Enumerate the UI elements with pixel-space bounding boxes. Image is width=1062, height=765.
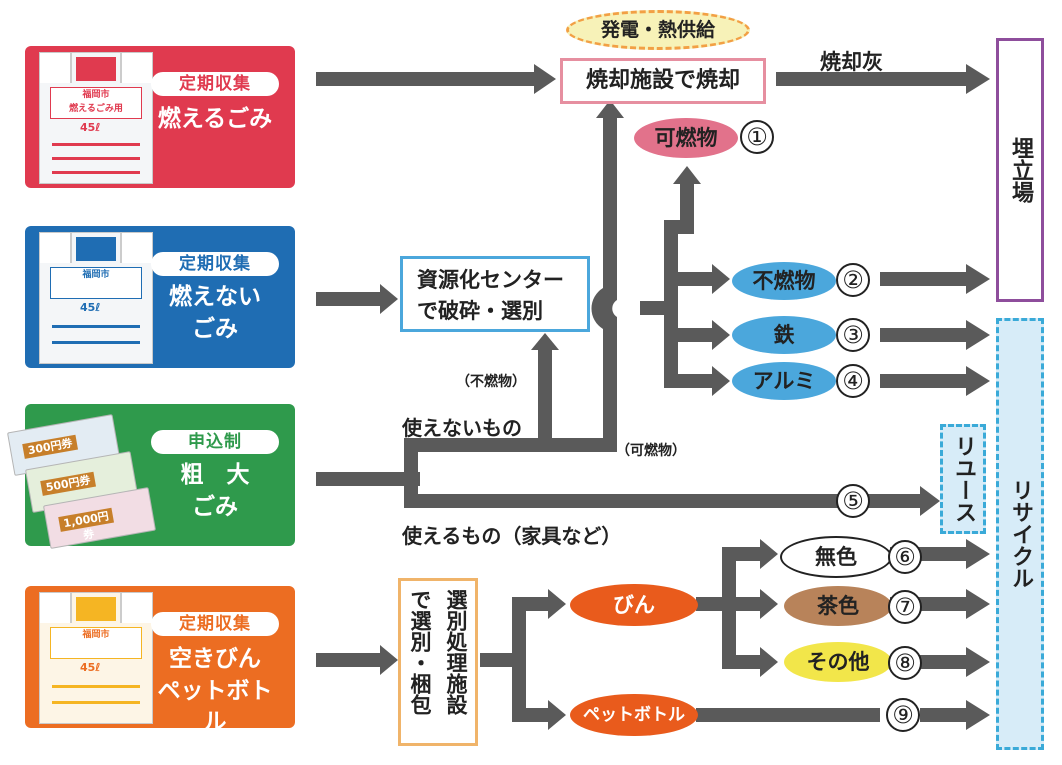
collection-badge: 定期収集: [151, 612, 279, 636]
combustible-note: （可燃物）: [616, 443, 686, 459]
step-number-2: ②: [836, 263, 870, 297]
collection-badge: 定期収集: [151, 72, 279, 96]
category-title-line2: ごみ: [192, 494, 238, 520]
noncombustible-note: （不燃物）: [456, 374, 526, 390]
bottles-bag-image: 福岡市 45ℓ: [39, 592, 153, 724]
category-bottles: 福岡市 45ℓ 定期収集 空きびん ペットボトル: [25, 586, 295, 735]
power-heat-supply-label: 発電・熱供給: [566, 10, 750, 50]
combustible-output: 可燃物: [634, 118, 738, 158]
aluminum-output: アルミ: [732, 362, 836, 400]
step-number-5: ⑤: [836, 484, 870, 518]
step-number-7: ⑦: [888, 590, 922, 624]
sorting-facility: 選別処理施設 で選別・梱包: [398, 578, 478, 746]
clear-glass-output: 無色: [780, 536, 892, 578]
unusable-items-label: 使えないもの: [402, 416, 522, 440]
landfill: 埋立場: [996, 38, 1044, 302]
ash-label: 焼却灰: [820, 50, 883, 74]
category-burnable: 福岡市燃えるごみ用 45ℓ 定期収集 燃えるごみ: [25, 46, 295, 188]
category-title: 燃えるごみ: [157, 106, 273, 132]
other-glass-output: その他: [784, 642, 892, 682]
usable-items-label: 使えるもの（家具など）: [402, 524, 622, 548]
step-number-9: ⑨: [886, 698, 920, 732]
collection-badge: 定期収集: [151, 252, 279, 276]
category-title-line1: 燃えない: [169, 284, 261, 310]
burnable-bag-image: 福岡市燃えるごみ用 45ℓ: [39, 52, 153, 184]
step-number-6: ⑥: [888, 540, 922, 574]
incineration-facility: 焼却施設で焼却: [560, 58, 766, 104]
iron-output: 鉄: [732, 316, 836, 354]
application-badge: 申込制: [151, 430, 279, 454]
recycle-box: リサイクル: [996, 318, 1044, 750]
noncombustible-output: 不燃物: [732, 262, 836, 300]
step-number-3: ③: [836, 318, 870, 352]
brown-glass-output: 茶色: [784, 586, 892, 626]
category-nonburnable: 福岡市 45ℓ 定期収集 燃えない ごみ: [25, 226, 295, 368]
category-title-line2: ペットボトル: [157, 678, 273, 735]
reuse-box: リユース: [940, 424, 986, 534]
step-number-4: ④: [836, 364, 870, 398]
resource-center: 資源化センター で破砕・選別: [400, 256, 590, 332]
category-title-line2: ごみ: [192, 316, 238, 342]
pet-bottle-output: ペットボトル: [570, 694, 698, 736]
step-number-8: ⑧: [888, 646, 922, 680]
bottle-output: びん: [570, 584, 698, 626]
category-title-line1: 空きびん: [169, 646, 261, 672]
category-title-line1: 粗 大: [180, 462, 250, 488]
step-number-1: ①: [740, 120, 774, 154]
nonburnable-bag-image: 福岡市 45ℓ: [39, 232, 153, 364]
